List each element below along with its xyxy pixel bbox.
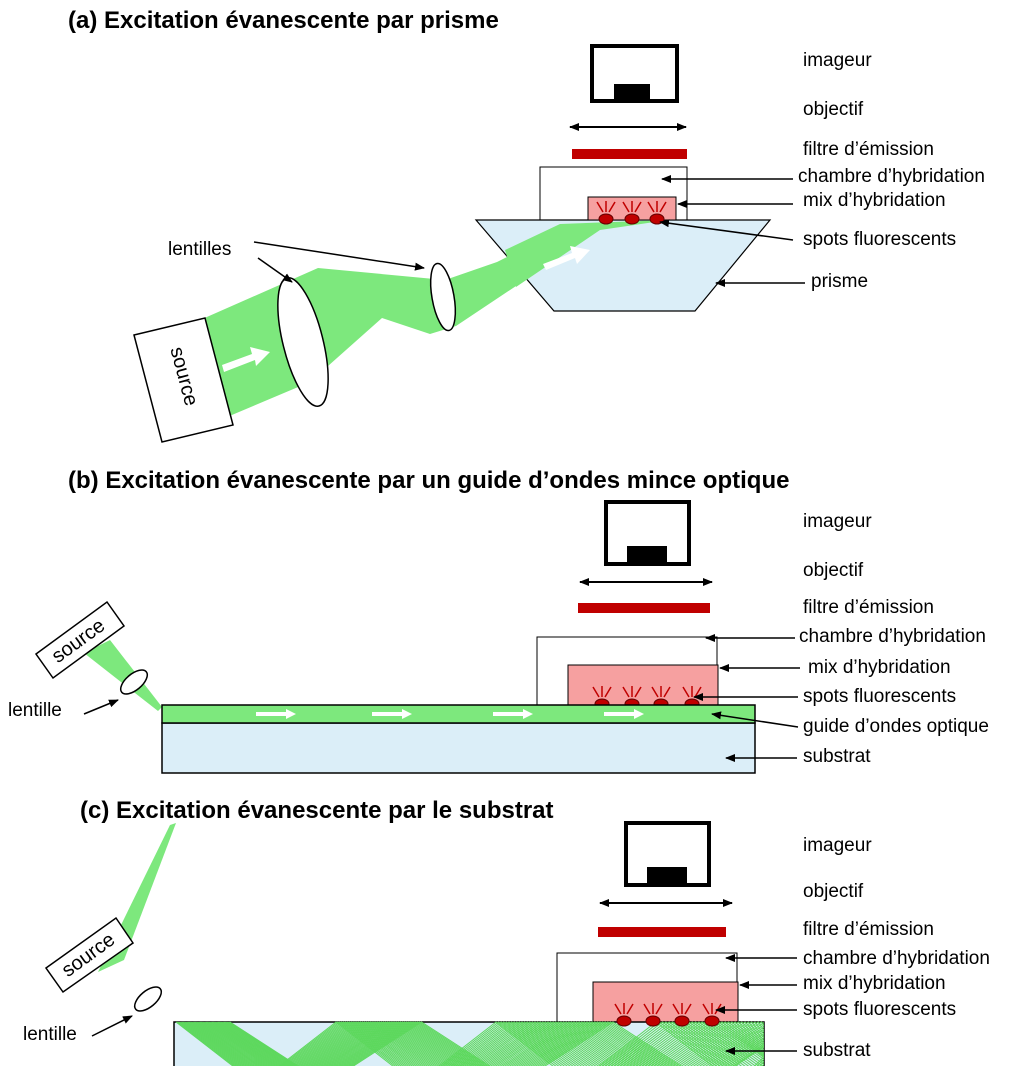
label-filter: filtre d’émission bbox=[803, 139, 934, 160]
label-chamber: chambre d’hybridation bbox=[798, 166, 985, 187]
light-ray bbox=[200, 1021, 764, 1066]
light-ray bbox=[190, 1021, 757, 1066]
light-ray bbox=[194, 1021, 764, 1066]
panel-b-title: (b) Excitation évanescente par un guide … bbox=[68, 467, 789, 494]
light-ray bbox=[203, 1021, 764, 1066]
light-ray bbox=[212, 1021, 764, 1066]
light-ray bbox=[202, 1021, 764, 1066]
light-ray bbox=[209, 1021, 764, 1066]
panel-a: (a) Excitation évanescente par prisme so… bbox=[68, 7, 985, 443]
hybridization-mix bbox=[567, 664, 719, 706]
excitation-beam bbox=[84, 640, 162, 711]
label-mix: mix d’hybridation bbox=[808, 657, 951, 678]
beam-direction-arrow-prism bbox=[543, 246, 590, 270]
lenses-pointer-1 bbox=[257, 257, 293, 283]
emission-filter bbox=[572, 149, 687, 159]
emission-filter bbox=[598, 927, 726, 937]
label-substrate: substrat bbox=[803, 1040, 871, 1061]
light-ray bbox=[192, 1021, 764, 1066]
light-ray bbox=[210, 1021, 764, 1066]
lens-2 bbox=[429, 262, 457, 332]
emission-filter bbox=[578, 603, 710, 613]
light-ray bbox=[197, 1021, 764, 1066]
light-ray bbox=[208, 1021, 764, 1066]
light-ray bbox=[193, 1021, 764, 1066]
label-objective: objectif bbox=[803, 881, 864, 902]
label-filter: filtre d’émission bbox=[803, 919, 934, 940]
label-mix: mix d’hybridation bbox=[803, 973, 946, 994]
label-waveguide: guide d’ondes optique bbox=[803, 716, 989, 737]
label-spots: spots fluorescents bbox=[803, 229, 956, 250]
guided-light-arrows bbox=[256, 709, 644, 719]
light-ray bbox=[214, 1021, 764, 1066]
label-objective: objectif bbox=[803, 560, 864, 581]
panel-b: (b) Excitation évanescente par un guide … bbox=[8, 467, 989, 774]
label-imager: imageur bbox=[803, 835, 872, 856]
lenses-label: lentilles bbox=[168, 239, 231, 260]
light-ray bbox=[206, 1021, 764, 1066]
light-ray bbox=[186, 1021, 746, 1066]
light-ray bbox=[211, 1021, 764, 1066]
label-chamber: chambre d’hybridation bbox=[803, 948, 990, 969]
label-spots: spots fluorescents bbox=[803, 686, 956, 707]
label-filter: filtre d’émission bbox=[803, 597, 934, 618]
reflected-light-rays bbox=[175, 1021, 764, 1066]
panel-c-title: (c) Excitation évanescente par le substr… bbox=[80, 797, 554, 824]
substrate bbox=[161, 722, 756, 774]
label-prism: prisme bbox=[811, 271, 868, 292]
light-ray bbox=[185, 1021, 742, 1066]
imager-icon bbox=[590, 44, 679, 103]
label-imager: imageur bbox=[803, 50, 872, 71]
imager-icon bbox=[604, 500, 691, 566]
optical-waveguide bbox=[161, 704, 756, 724]
light-ray bbox=[199, 1021, 764, 1066]
pointer-lens bbox=[91, 1015, 133, 1037]
light-ray bbox=[204, 1021, 764, 1066]
light-ray bbox=[191, 1021, 760, 1066]
beam-direction-arrow bbox=[222, 347, 270, 372]
lenses-pointer-2 bbox=[253, 241, 425, 271]
light-ray bbox=[198, 1021, 764, 1066]
light-ray bbox=[188, 1021, 753, 1066]
pointer-spots bbox=[659, 219, 794, 241]
label-chamber: chambre d’hybridation bbox=[799, 626, 986, 647]
pointer-lens bbox=[83, 699, 119, 715]
light-ray bbox=[196, 1021, 764, 1066]
label-imager: imageur bbox=[803, 511, 872, 532]
label-substrate: substrat bbox=[803, 746, 871, 767]
light-source: source bbox=[133, 317, 234, 443]
label-mix: mix d’hybridation bbox=[803, 190, 946, 211]
light-ray bbox=[187, 1021, 750, 1066]
lens bbox=[119, 669, 149, 695]
panel-c: (c) Excitation évanescente par le substr… bbox=[23, 797, 990, 1066]
imager-icon bbox=[624, 821, 711, 887]
lens bbox=[133, 986, 163, 1012]
lens-label: lentille bbox=[23, 1024, 77, 1045]
lens-label: lentille bbox=[8, 700, 62, 721]
label-objective: objectif bbox=[803, 99, 864, 120]
panel-a-title: (a) Excitation évanescente par prisme bbox=[68, 7, 499, 34]
light-ray bbox=[205, 1021, 764, 1066]
pointer-waveguide bbox=[711, 711, 799, 728]
label-spots: spots fluorescents bbox=[803, 999, 956, 1020]
beam-in-prism bbox=[505, 220, 668, 287]
